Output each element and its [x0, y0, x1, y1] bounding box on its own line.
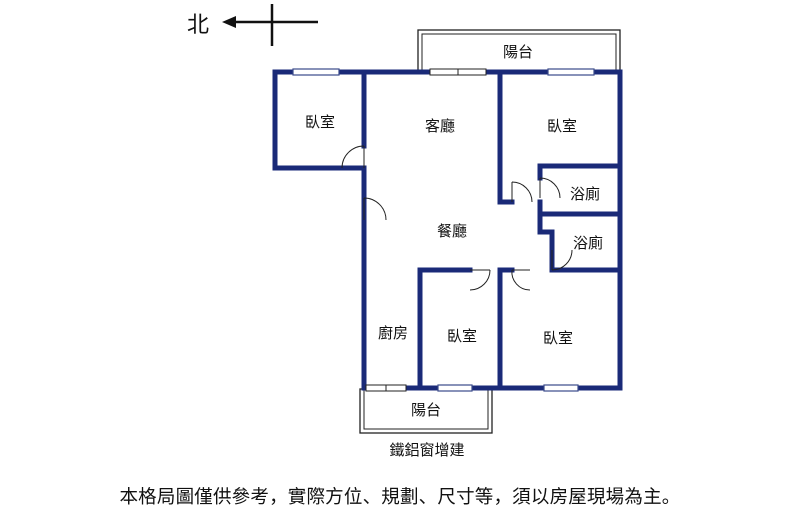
room-label-bedroom-southeast: 臥室 — [543, 329, 573, 347]
sliding-doors — [365, 68, 487, 392]
room-label-bedroom-northwest: 臥室 — [305, 113, 335, 131]
room-label-dining-room: 餐廳 — [437, 222, 467, 240]
room-label-bathroom-upper: 浴廁 — [570, 185, 600, 203]
room-label-kitchen: 廚房 — [378, 324, 408, 342]
compass-arrow-head — [222, 16, 236, 28]
walls — [272, 69, 623, 391]
windows — [292, 68, 595, 392]
room-label-bedroom-south-middle: 臥室 — [447, 327, 477, 345]
north-label: 北 — [187, 13, 209, 38]
room-label-bedroom-northeast: 臥室 — [547, 117, 577, 135]
floor-plan: 北 — [187, 4, 623, 459]
door-swings — [341, 145, 573, 291]
room-label-balcony-bottom: 陽台 — [411, 401, 441, 419]
room-label-bathroom-lower: 浴廁 — [573, 234, 603, 252]
annotation-aluminum-window-extension: 鐵鋁窗增建 — [389, 441, 464, 459]
disclaimer-text: 本格局圖僅供參考，實際方位、規劃、尺寸等，須以房屋現場為主。 — [119, 487, 681, 508]
north-compass: 北 — [187, 4, 318, 46]
room-label-balcony-top: 陽台 — [503, 43, 533, 61]
room-label-living-room: 客廳 — [425, 117, 455, 135]
